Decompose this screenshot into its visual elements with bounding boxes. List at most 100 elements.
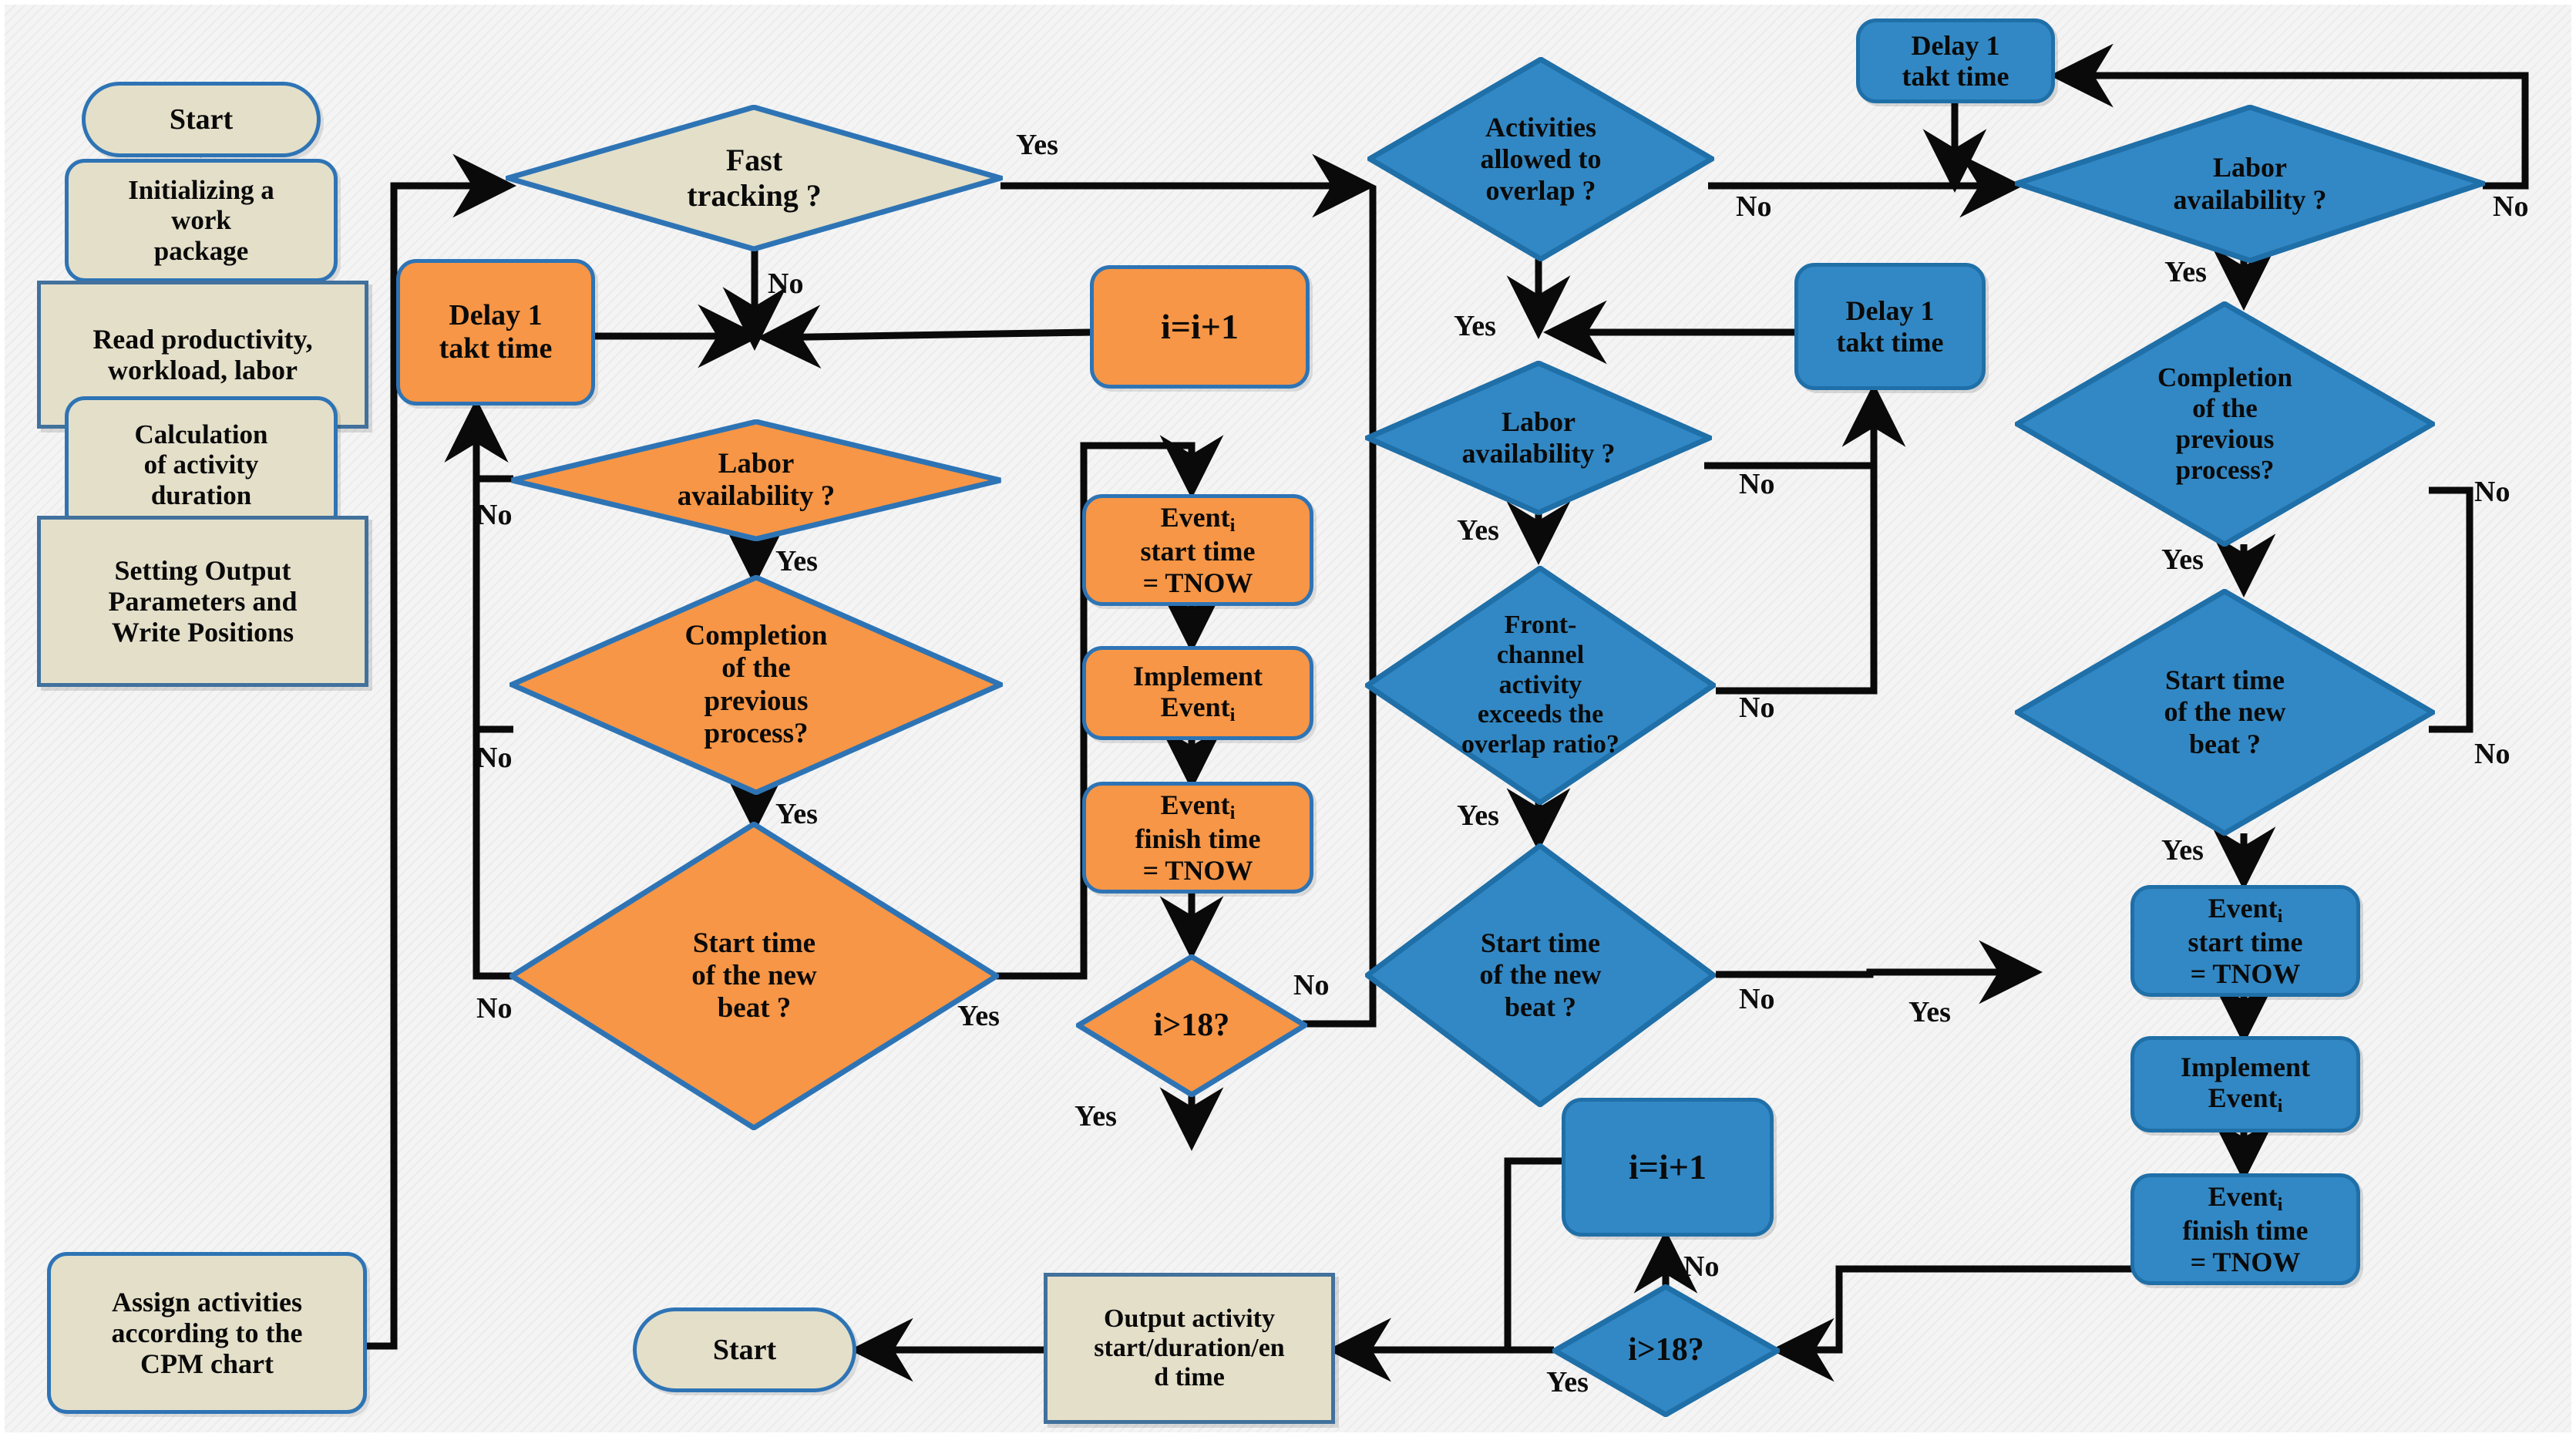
node-label-line2: of the [2192,393,2258,424]
node-label-line2: availability ? [1461,438,1616,469]
node-completion-previous-left[interactable]: Completion of the previous process? [509,575,1003,795]
node-label-line2: work [171,205,231,236]
edge-label-front-channel-yes: Yes [1457,799,1499,832]
node-label-line1: Completion [2157,362,2292,393]
node-label-line3: = TNOW [2190,957,2301,989]
node-label-line1: Setting Output [114,554,291,586]
node-delay-takt-left[interactable]: Delay 1 takt time [396,259,595,406]
edge-label-fast-tracking-yes: Yes [1016,129,1058,161]
node-starttime-newbeat-right[interactable]: Start time of the new beat ? [2015,589,2435,836]
node-implement-event-left[interactable]: Implement Eventi [1082,646,1313,740]
node-label-line2: according to the [111,1317,303,1348]
node-label-line2: channel [1496,640,1585,669]
edge-label-labor-right-yes: Yes [2164,256,2207,288]
node-label-line1: Calculation [134,419,268,450]
node-i-increment-left[interactable]: i=i+1 [1090,265,1310,389]
edge-label-starttime-left-no: No [476,992,513,1025]
node-delay-takt-mid-top[interactable]: Delay 1 takt time [1794,263,1986,390]
node-label-line2: workload, labor [107,355,298,385]
node-setting-output-parameters[interactable]: Setting Output Parameters and Write Posi… [37,516,368,687]
node-label-line3: beat ? [2188,728,2261,759]
node-label-line2: of the [721,652,791,685]
node-label-line1: Delay 1 [1845,295,1935,327]
node-event-start-time-right[interactable]: Eventi start time = TNOW [2130,885,2360,997]
edge-label-i18-right-yes: Yes [1546,1366,1589,1398]
node-label: Start [712,1333,777,1366]
node-event-start-time-left[interactable]: Eventi start time = TNOW [1082,494,1313,606]
node-label-line2: start/duration/en [1094,1333,1285,1362]
node-label-line3: overlap ? [1485,175,1596,207]
edge-label-labor-mid-yes: Yes [1457,514,1499,547]
node-labor-availability-mid[interactable]: Labor availability ? [1365,361,1712,515]
node-label-line3: = TNOW [1142,567,1253,598]
node-label-line1: Front- [1504,611,1577,640]
edge-label-overlap-yes: Yes [1454,310,1496,342]
node-i-gt-18-left[interactable]: i>18? [1076,954,1307,1097]
node-labor-availability-right[interactable]: Labor availability ? [2015,105,2485,263]
node-label-line3: = TNOW [2190,1246,2301,1277]
node-fast-tracking[interactable]: Fast tracking ? [506,105,1003,251]
edge-label-labor-left-yes: Yes [775,545,818,577]
node-label-line1: Delay 1 [1911,29,2000,61]
connector-layer [169,43,2529,1382]
node-label-line3: activity [1498,670,1582,699]
node-delay-takt-top-right[interactable]: Delay 1 takt time [1856,19,2055,103]
node-label-line1: Labor [1501,406,1576,437]
edge-label-fast-tracking-no: No [768,268,804,300]
node-label-line2: takt time [1902,61,2009,92]
node-start-top[interactable]: Start [82,82,321,157]
node-output-activity[interactable]: Output activity start/duration/en d time [1044,1273,1335,1424]
edge-label-front-channel-no: No [1739,692,1775,724]
node-label-line2: start time [2188,927,2303,958]
node-label-line3: = TNOW [1142,854,1253,886]
edge-label-starttime-right-yes: Yes [2161,834,2204,867]
edge-label-labor-mid-no: No [1739,468,1775,500]
node-label-line2: of the new [691,959,817,991]
node-starttime-newbeat-mid[interactable]: Start time of the new beat ? [1365,843,1716,1107]
node-start-bottom[interactable]: Start [633,1307,856,1392]
node-label-line3: beat ? [717,992,792,1025]
node-label-line2: takt time [439,332,553,365]
node-completion-previous-right[interactable]: Completion of the previous process? [2015,301,2435,547]
node-label-line2: takt time [1836,326,1944,358]
node-label-line3: duration [150,480,252,510]
node-implement-event-right[interactable]: Implement Eventi [2130,1036,2360,1132]
node-starttime-newbeat-left[interactable]: Start time of the new beat ? [509,822,999,1130]
node-assign-activities-cpm[interactable]: Assign activities according to the CPM c… [47,1252,367,1414]
node-label-line2: Eventi [1160,691,1236,725]
node-label-line5: overlap ratio? [1461,730,1619,759]
edge-label-completion-right-no: No [2474,476,2510,508]
node-label-line2: tracking ? [687,178,822,213]
edge-label-completion-right-yes: Yes [2161,544,2204,576]
node-label-line1: Activities [1485,111,1596,143]
node-label-line1: Eventi [2208,1180,2283,1216]
node-label-line1: Delay 1 [449,299,543,332]
node-i-increment-right[interactable]: i=i+1 [1562,1098,1774,1237]
node-i-gt-18-right[interactable]: i>18? [1552,1284,1780,1417]
node-initializing-work-package[interactable]: Initializing a work package [65,159,338,282]
node-label-line1: Assign activities [112,1286,302,1318]
edge-label-completion-left-yes: Yes [775,798,818,830]
node-front-channel-overlap-ratio[interactable]: Front- channel activity exceeds the over… [1365,566,1716,805]
node-label-line4: process? [2175,454,2275,485]
edge-label-starttime-right-no: No [2474,738,2510,770]
node-event-finish-time-left[interactable]: Eventi finish time = TNOW [1082,782,1313,893]
node-label-line3: CPM chart [140,1348,274,1380]
edge-label-i18-left-no: No [1293,969,1330,1001]
node-label-line1: Labor [2212,152,2287,183]
node-label-line2: allowed to [1480,143,1602,174]
node-label-line2: availability ? [677,480,836,512]
node-label-line4: process? [704,717,809,749]
node-calculation-activity-duration[interactable]: Calculation of activity duration [65,396,338,533]
node-label-line4: exceeds the [1477,700,1604,729]
node-label-line1: Read productivity, [92,323,313,355]
node-label-line2: start time [1140,536,1256,567]
node-label-line1: Fast [725,143,783,178]
node-label-line3: Write Positions [111,617,294,648]
node-label-line1: Eventi [2208,892,2283,927]
edge-label-overlap-no: No [1736,190,1772,223]
node-event-finish-time-right[interactable]: Eventi finish time = TNOW [2130,1173,2360,1285]
node-labor-availability-left[interactable]: Labor availability ? [509,419,1003,541]
edge-label-i18-left-yes: Yes [1074,1100,1117,1132]
node-activities-allowed-overlap[interactable]: Activities allowed to overlap ? [1367,57,1714,261]
